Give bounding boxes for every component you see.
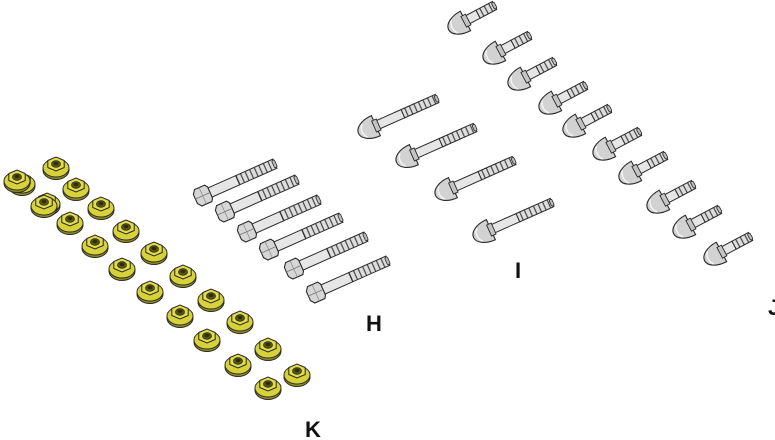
flange-nut-k [140,241,168,265]
carriage-bolt-i [472,197,555,243]
carriage-bolt-j [538,80,589,115]
carriage-bolt-i [434,155,517,201]
carriage-bolt-j [562,103,613,138]
flange-nut-k [112,219,140,243]
carriage-bolt-j [507,56,558,91]
flange-nut-k [56,211,84,235]
hex-bolt-group-h [192,158,391,304]
carriage-bolt-j [618,150,669,185]
flange-nut-k [166,304,194,328]
flange-nut-k [283,363,311,387]
part-label-i: I [515,258,522,283]
hex-bolt-h [192,158,278,207]
hex-bolt-h [283,231,369,280]
part-label-h: H [366,311,382,336]
flange-nut-k [3,169,31,193]
flange-nut-k [254,376,282,400]
hex-bolt-h [214,174,300,223]
carriage-bolt-j [646,179,697,214]
hex-bolt-h [258,212,344,261]
flange-nut-k [30,194,58,218]
flange-nut-k [108,257,136,281]
carriage-bolt-group-j [447,0,754,266]
hex-bolt-h [236,194,322,243]
carriage-bolt-i [357,93,440,139]
flange-nut-k [42,156,70,180]
hex-bolt-h [305,255,391,304]
carriage-bolt-j [482,30,533,65]
part-label-j: J [768,295,775,320]
part-label-k: K [305,417,321,440]
carriage-bolt-i [395,122,478,168]
flange-nut-k [81,234,109,258]
flange-nut-group-k [3,156,311,400]
flange-nut-k [226,310,254,334]
carriage-bolt-group-i [357,93,555,243]
carriage-bolt-j [447,0,498,35]
flange-nut-k [136,280,164,304]
flange-nut-k [62,177,90,201]
flange-nut-k [197,288,225,312]
flange-nut-k [169,264,197,288]
carriage-bolt-j [703,231,754,266]
flange-nut-k [254,337,282,361]
flange-nut-k [193,328,221,352]
flange-nut-k [224,353,252,377]
flange-nut-k [87,196,115,220]
carriage-bolt-j [592,126,643,161]
carriage-bolt-j [672,204,723,239]
